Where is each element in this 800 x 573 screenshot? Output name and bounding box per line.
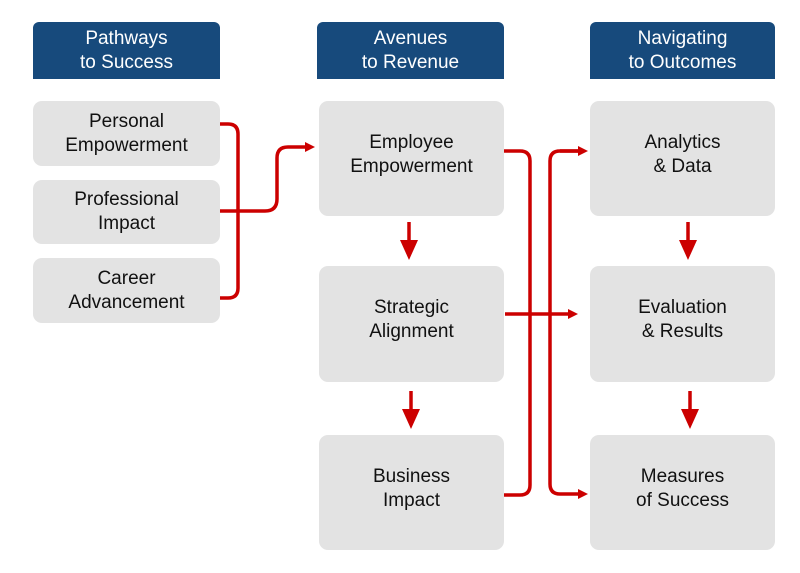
header-line: Navigating [637, 27, 728, 49]
box-line: Impact [97, 213, 156, 234]
box-measures-of-success: Measures of Success [590, 435, 775, 550]
box-analytics-data: Analytics & Data [590, 101, 775, 216]
header-line: to Revenue [361, 51, 460, 73]
box-line: & Data [653, 156, 712, 177]
box-line: Career [97, 267, 156, 289]
box-line: Evaluation [638, 297, 727, 318]
box-line: Personal [89, 110, 164, 132]
header-line: Pathways [85, 27, 168, 49]
box-line: Empowerment [65, 134, 188, 156]
bracket-right [495, 149, 532, 497]
box-line: Empowerment [350, 156, 473, 177]
box-line: Advancement [68, 291, 185, 313]
arrow-to-analytics [548, 149, 588, 499]
box-evaluation-results: Evaluation & Results [590, 266, 775, 382]
header-line: to Success [80, 51, 173, 73]
box-line: Employee [369, 132, 454, 153]
box-line: Professional [74, 189, 179, 210]
header-line: Avenues [373, 27, 448, 49]
arrow-to-employee-empowerment [205, 142, 315, 213]
header-line: to Outcomes [628, 51, 737, 73]
box-line: & Results [641, 321, 724, 342]
box-line: of Success [636, 490, 729, 511]
box-line: Impact [382, 490, 441, 511]
box-line: Alignment [369, 321, 454, 342]
box-line: Business [372, 466, 451, 487]
box-line: Strategic [374, 297, 449, 318]
box-line: Measures [640, 466, 725, 487]
box-line: Analytics [644, 132, 721, 153]
